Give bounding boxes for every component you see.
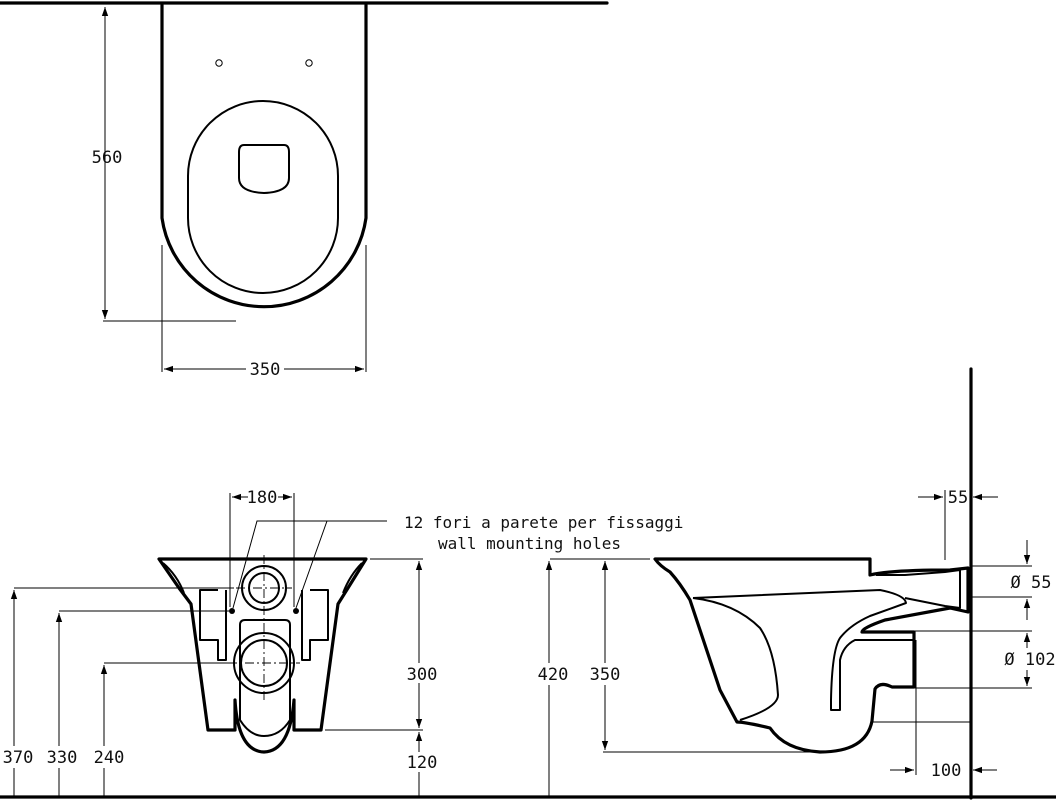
label-background <box>400 663 440 683</box>
leader-line-left <box>232 520 387 609</box>
dimension-350-side-label: 350 <box>590 665 621 685</box>
dimension-420-label: 420 <box>538 665 569 685</box>
label-background <box>248 488 278 506</box>
dimension-d55-label: Ø 55 <box>1011 573 1052 593</box>
side-recess-right <box>301 589 329 661</box>
dimension-240-label: 240 <box>94 748 125 768</box>
dimension-180-label: 180 <box>247 488 278 508</box>
seat-hole-left <box>215 59 223 67</box>
note-english: wall mounting holes <box>438 534 621 553</box>
dimension-370-label: 370 <box>3 748 34 768</box>
dimension-300-label: 300 <box>407 665 438 685</box>
dimension-330-label: 330 <box>47 748 78 768</box>
bowl-outline-side <box>653 557 970 754</box>
dimension-350-label: 350 <box>250 360 281 380</box>
mounting-hole-right <box>293 608 299 614</box>
leader-line-right <box>295 520 328 609</box>
inner-contour-front <box>162 562 363 594</box>
bowl-outline-top <box>160 3 368 309</box>
side-recess-left <box>199 589 227 661</box>
label-background <box>530 663 628 685</box>
bowl-outline-front <box>157 557 368 754</box>
front-view: 180 370 330 240 300 120 12 fori a parete… <box>0 488 683 796</box>
label-background <box>1004 648 1056 670</box>
top-view: 560 350 <box>0 1 609 380</box>
outlet-chamber-front <box>239 619 291 737</box>
bowl-inner-side <box>692 589 914 721</box>
inlet-spigot-side <box>876 569 961 609</box>
seat-hole-right <box>305 59 313 67</box>
note-italian: 12 fori a parete per fissaggi <box>404 513 683 532</box>
label-background <box>0 746 124 768</box>
dimension-120-label: 120 <box>407 753 438 773</box>
dimension-55-label: 55 <box>948 488 968 508</box>
dimension-d102-label: Ø 102 <box>1004 650 1055 670</box>
side-view: 55 Ø 55 Ø 102 420 350 100 <box>530 367 1056 800</box>
label-background <box>400 752 440 772</box>
label-background <box>246 360 284 378</box>
bowl-opening-top <box>187 100 339 294</box>
dimension-100-label: 100 <box>931 761 962 781</box>
dimension-560-label: 560 <box>92 148 123 168</box>
flush-outlet-top <box>238 144 290 194</box>
mounting-hole-left <box>229 608 235 614</box>
